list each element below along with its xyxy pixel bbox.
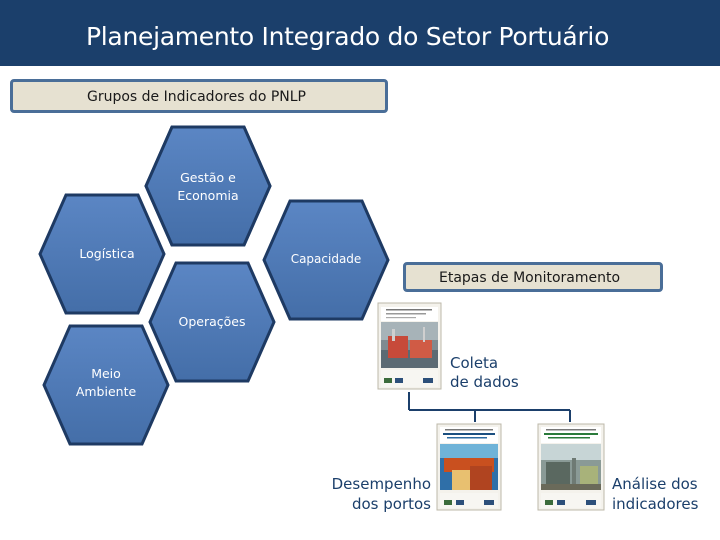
hex-gestao-label-2: Economia xyxy=(177,188,238,203)
step-coleta-line-2: de dados xyxy=(450,373,519,391)
hex-operacoes-label: Operações xyxy=(179,314,246,329)
hex-capacidade: Capacidade xyxy=(262,199,390,321)
step-desempenho-line-2: dos portos xyxy=(352,495,431,513)
report-cover-coleta xyxy=(377,302,442,390)
hex-meio-label-2: Ambiente xyxy=(76,384,137,399)
hex-operacoes: Operações xyxy=(148,261,276,383)
report-cover-desempenho xyxy=(436,423,502,511)
etapas-box: Etapas de Monitoramento xyxy=(403,262,663,292)
step-desempenho-line-1: Desempenho xyxy=(332,475,431,493)
hex-gestao-label-1: Gestão e xyxy=(180,170,236,185)
hex-meio-label-1: Meio xyxy=(91,366,121,381)
step-analise-line-2: indicadores xyxy=(612,495,699,513)
groups-box: Grupos de Indicadores do PNLP xyxy=(10,79,388,113)
hex-logistica-label: Logística xyxy=(79,246,134,261)
connector-lines xyxy=(408,392,571,422)
hex-capacidade-label: Capacidade xyxy=(291,252,362,266)
step-analise-line-1: Análise dos xyxy=(612,475,698,493)
groups-box-label: Grupos de Indicadores do PNLP xyxy=(87,89,306,105)
hex-meio-ambiente: Meio Ambiente xyxy=(42,324,170,446)
hex-logistica: Logística xyxy=(38,193,166,315)
header-bar: Planejamento Integrado do Setor Portuári… xyxy=(0,0,720,66)
hex-gestao-economia: Gestão e Economia xyxy=(144,125,272,247)
page-title: Planejamento Integrado do Setor Portuári… xyxy=(86,22,610,51)
step-coleta-line-1: Coleta xyxy=(450,354,498,372)
report-cover-analise xyxy=(537,423,605,511)
etapas-box-label: Etapas de Monitoramento xyxy=(439,270,621,286)
